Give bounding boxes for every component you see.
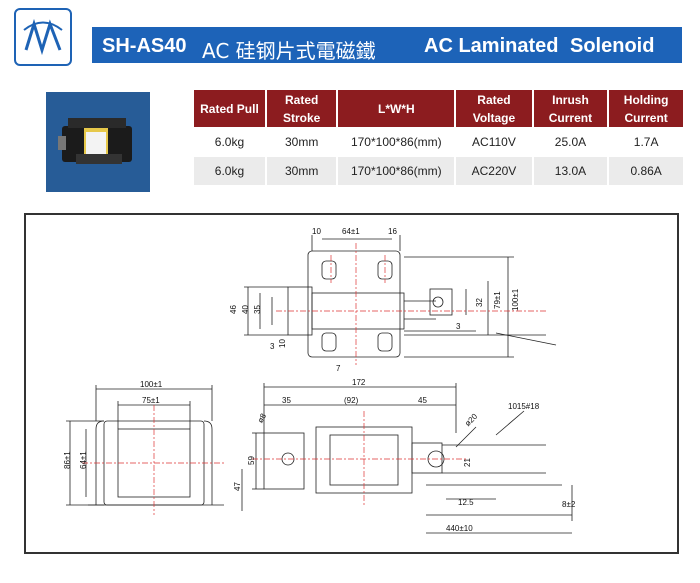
title-banner: SH-AS40 AC 硅钢片式電磁鐵 AC Laminated Solenoid (92, 27, 682, 63)
dim-label: 100±1 (140, 380, 163, 389)
col-rated-pull: Rated Pull (194, 90, 265, 127)
dim-label: 47 (233, 482, 242, 491)
dim-label: ø20 (463, 412, 480, 429)
dim-label: 10 (312, 227, 321, 236)
technical-drawing: 10 64±1 16 46 40 35 3 10 7 32 79±1 100±1… (24, 213, 679, 554)
dim-label: 64±1 (342, 227, 360, 236)
dim-label: 10 (278, 339, 287, 348)
product-photo (46, 92, 150, 192)
end-view-dims: 100±1 75±1 86±1 64±1 (63, 380, 163, 469)
table-cell: 30mm (266, 157, 337, 185)
dim-label: 86±1 (63, 451, 72, 469)
table-cell: 25.0A (533, 128, 608, 156)
dim-label: 32 (475, 298, 484, 307)
drawing-canvas: 10 64±1 16 46 40 35 3 10 7 32 79±1 100±1… (63, 227, 576, 534)
dim-label: 45 (418, 396, 427, 405)
dim-label: ø8 (256, 411, 269, 424)
dim-label: 35 (253, 305, 262, 314)
dim-label: 100±1 (511, 288, 520, 311)
table-cell: 170*100*86(mm) (338, 157, 455, 185)
title-english-2: Solenoid (570, 35, 655, 57)
model-number: SH-AS40 (102, 35, 187, 57)
dim-label: (92) (344, 396, 359, 405)
dim-label: 46 (229, 305, 238, 314)
table-cell: 0.86A (609, 157, 683, 185)
col-lwh: L*W*H (338, 90, 455, 127)
table-cell: 13.0A (533, 157, 608, 185)
dim-label: 3 (456, 322, 461, 331)
title-english-1: AC Laminated (424, 35, 559, 57)
title-chinese: AC 硅钢片式電磁鐵 (202, 39, 376, 63)
table-cell: 6.0kg (194, 128, 265, 156)
dim-label: 172 (352, 378, 366, 387)
dim-label: 75±1 (142, 396, 160, 405)
dim-label: 40 (241, 305, 250, 314)
dim-label: 1015#18 (508, 402, 540, 411)
table-cell: 1.7A (609, 128, 683, 156)
table-cell: 30mm (266, 128, 337, 156)
dim-label: 35 (282, 396, 291, 405)
dim-label: 8±2 (562, 500, 576, 509)
top-view (244, 235, 557, 358)
table-cell: 170*100*86(mm) (338, 128, 455, 156)
top-view-dims: 10 64±1 16 46 40 35 3 10 7 32 79±1 100±1… (229, 227, 520, 373)
table-cell: AC220V (456, 157, 532, 185)
dim-label: 64±1 (79, 451, 88, 469)
dim-label: 16 (388, 227, 397, 236)
dim-label: 12.5 (458, 498, 474, 507)
dim-label: 440±10 (446, 524, 473, 533)
side-view (241, 383, 573, 534)
table-cell: 6.0kg (194, 157, 265, 185)
table-cell: AC110V (456, 128, 532, 156)
table-row: 6.0kg 30mm 170*100*86(mm) AC110V 25.0A 1… (194, 128, 683, 156)
dim-label: 79±1 (493, 291, 502, 309)
dim-label: 3 (270, 342, 275, 351)
side-view-dims: 172 35 (92) 45 ø8 ø20 1015#18 59 47 21 1… (233, 378, 576, 533)
dim-label: 21 (463, 458, 472, 467)
company-logo (14, 8, 72, 66)
dim-label: 59 (247, 456, 256, 465)
company-logo-icon (23, 18, 63, 56)
dim-label: 7 (336, 364, 341, 373)
table-row: 6.0kg 30mm 170*100*86(mm) AC220V 13.0A 0… (194, 157, 683, 185)
solenoid-photo (46, 92, 150, 192)
